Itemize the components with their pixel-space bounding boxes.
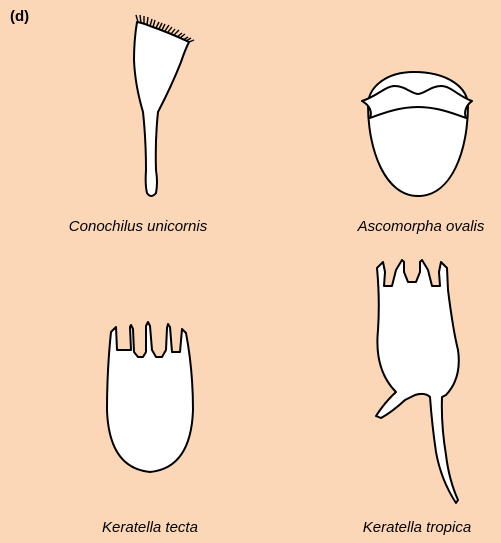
caption-ascomorpha-ovalis: Ascomorpha ovalis xyxy=(358,218,485,235)
ascomorpha-ovalis-drawing xyxy=(362,72,472,196)
keratella-tropica-drawing xyxy=(376,260,459,503)
conochilus-unicornis-drawing xyxy=(134,15,194,196)
caption-conochilus-unicornis: Conochilus unicornis xyxy=(69,218,207,235)
caption-keratella-tropica: Keratella tropica xyxy=(363,519,471,536)
keratella-tecta-drawing xyxy=(107,322,193,472)
caption-keratella-tecta: Keratella tecta xyxy=(102,519,198,536)
